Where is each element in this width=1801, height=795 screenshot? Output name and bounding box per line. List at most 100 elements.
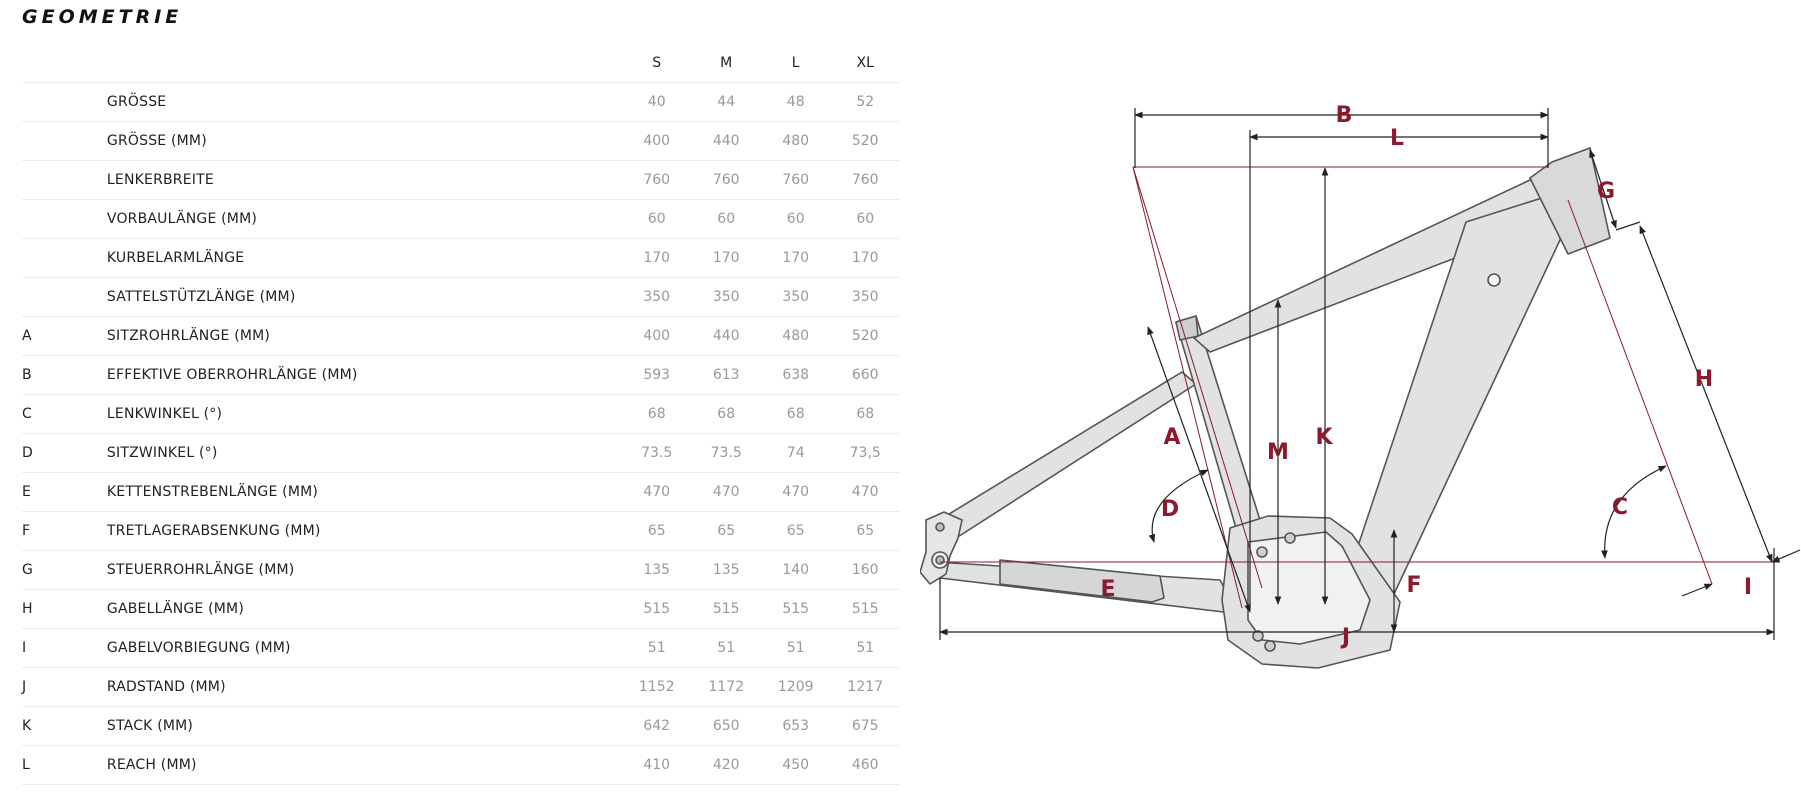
row-key (22, 277, 107, 317)
row-key: H (22, 589, 107, 629)
row-value-m: 613 (691, 355, 761, 395)
row-value-s: 68 (621, 394, 692, 434)
row-value-s: 135 (621, 550, 692, 590)
row-value-l: 480 (760, 121, 831, 161)
dimension-label-l: L (1390, 126, 1404, 151)
row-value-xl: 760 (830, 160, 900, 200)
row-value-s: 470 (621, 472, 692, 512)
row-value-m: 60 (691, 199, 761, 239)
row-label: GRÖSSE (MM) (106, 121, 622, 161)
row-key: D (22, 433, 107, 473)
dimension-labels: B L G H A M K D C E F J I (1100, 103, 1752, 650)
row-value-m: 440 (691, 316, 761, 356)
row-value-l: 350 (760, 277, 831, 317)
row-label: VORBAULÄNGE (MM) (106, 199, 622, 239)
row-value-xl: 68 (830, 394, 900, 434)
row-value-s: 350 (621, 277, 692, 317)
row-value-s: 73.5 (621, 433, 692, 473)
row-value-xl: 350 (830, 277, 900, 317)
row-value-xl: 52 (830, 82, 900, 122)
row-value-xl: 1217 (830, 667, 900, 707)
row-key: G (22, 550, 107, 590)
row-value-m: 760 (691, 160, 761, 200)
row-value-l: 638 (760, 355, 831, 395)
row-value-s: 593 (621, 355, 692, 395)
dimension-label-e: E (1100, 577, 1115, 602)
row-key (22, 238, 107, 278)
row-value-m: 420 (691, 745, 761, 785)
dimension-label-d: D (1161, 497, 1179, 522)
row-value-xl: 460 (830, 745, 900, 785)
header-size-s: S (621, 44, 692, 83)
row-key: E (22, 472, 107, 512)
bike-frame-drawing (920, 147, 1611, 669)
header-label-cell (106, 44, 622, 83)
row-value-m: 470 (691, 472, 761, 512)
row-value-l: 74 (760, 433, 831, 473)
row-value-s: 1152 (621, 667, 692, 707)
dimension-label-k: K (1315, 425, 1333, 450)
row-value-xl: 520 (830, 121, 900, 161)
row-key: B (22, 355, 107, 395)
row-key (22, 82, 107, 122)
row-value-m: 650 (691, 706, 761, 746)
row-key: J (22, 667, 107, 707)
dimension-label-g: G (1597, 179, 1615, 204)
row-value-m: 73.5 (691, 433, 761, 473)
header-size-xl: XL (830, 44, 900, 83)
row-value-l: 51 (760, 628, 831, 668)
row-label: EFFEKTIVE OBERROHRLÄNGE (MM) (106, 355, 622, 395)
row-value-s: 642 (621, 706, 692, 746)
row-value-l: 515 (760, 589, 831, 629)
page-title: GEOMETRIE (22, 6, 183, 28)
row-key: K (22, 706, 107, 746)
row-value-m: 350 (691, 277, 761, 317)
row-key (22, 199, 107, 239)
row-value-xl: 515 (830, 589, 900, 629)
dimension-label-i: I (1744, 575, 1752, 600)
row-key: L (22, 745, 107, 785)
row-value-s: 515 (621, 589, 692, 629)
row-value-l: 68 (760, 394, 831, 434)
dimension-label-b: B (1336, 103, 1353, 128)
row-label: LENKERBREITE (106, 160, 622, 200)
row-label: SITZROHRLÄNGE (MM) (106, 316, 622, 356)
header-key-cell (22, 44, 107, 83)
row-value-m: 65 (691, 511, 761, 551)
row-value-s: 400 (621, 121, 692, 161)
row-value-s: 60 (621, 199, 692, 239)
row-value-l: 470 (760, 472, 831, 512)
table-header-row: S M L XL (22, 44, 900, 83)
row-label: STACK (MM) (106, 706, 622, 746)
row-value-l: 65 (760, 511, 831, 551)
dimension-label-f: F (1406, 573, 1421, 598)
row-value-m: 135 (691, 550, 761, 590)
dimension-label-m: M (1267, 440, 1289, 465)
row-label: GABELVORBIEGUNG (MM) (106, 628, 622, 668)
row-value-s: 170 (621, 238, 692, 278)
row-key (22, 121, 107, 161)
row-key: C (22, 394, 107, 434)
row-value-m: 170 (691, 238, 761, 278)
row-value-xl: 520 (830, 316, 900, 356)
row-value-l: 450 (760, 745, 831, 785)
dimension-label-a: A (1163, 425, 1180, 450)
row-value-xl: 51 (830, 628, 900, 668)
row-label: LENKWINKEL (°) (106, 394, 622, 434)
row-value-s: 410 (621, 745, 692, 785)
row-value-l: 60 (760, 199, 831, 239)
row-label: SITZWINKEL (°) (106, 433, 622, 473)
row-value-xl: 470 (830, 472, 900, 512)
row-value-m: 68 (691, 394, 761, 434)
row-label: KETTENSTREBENLÄNGE (MM) (106, 472, 622, 512)
row-key: A (22, 316, 107, 356)
